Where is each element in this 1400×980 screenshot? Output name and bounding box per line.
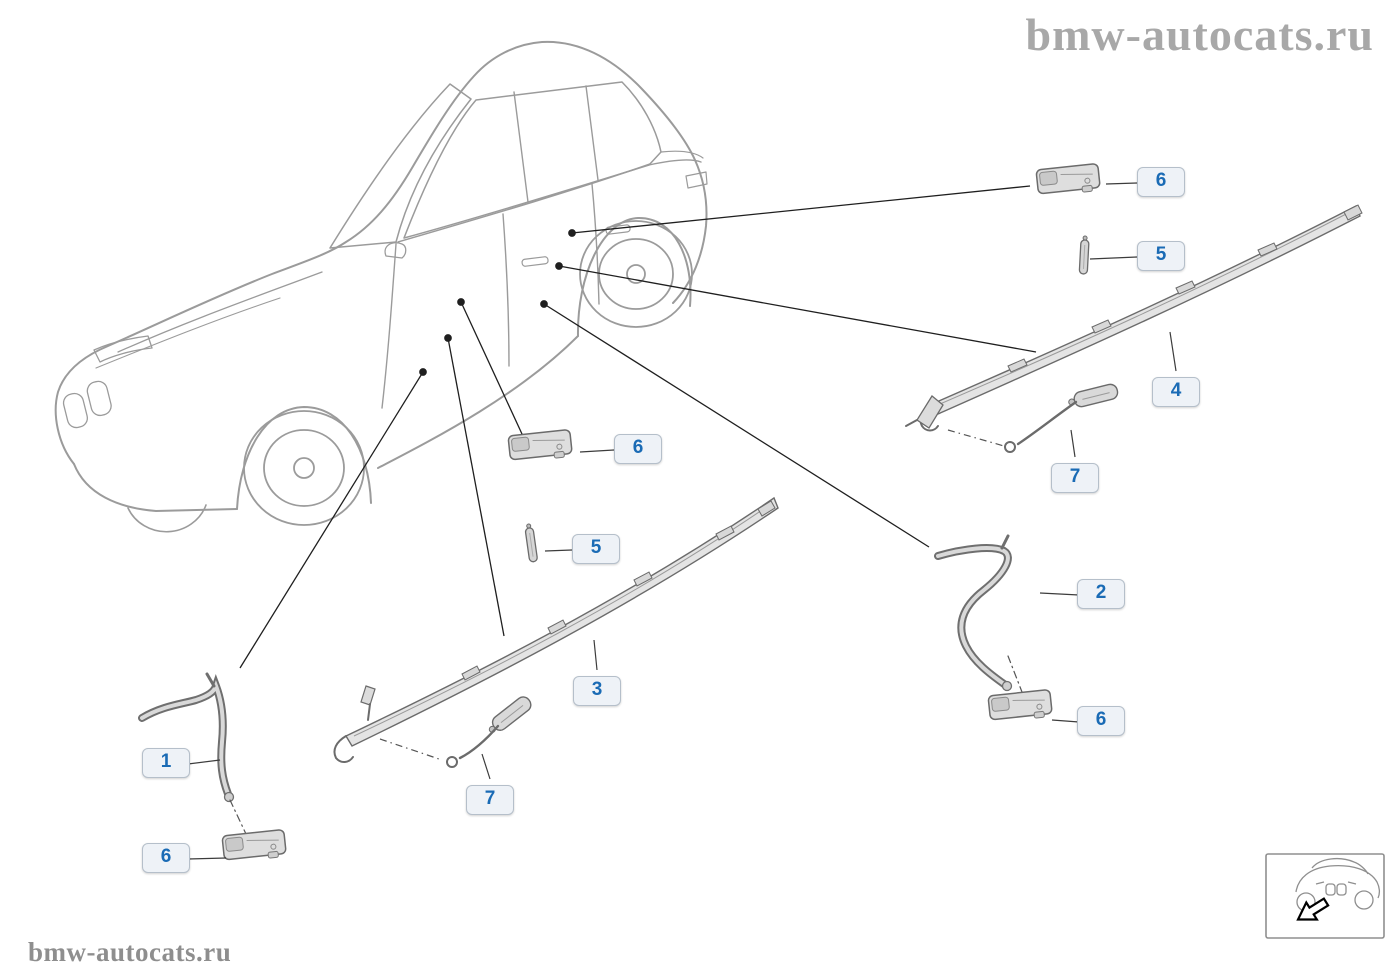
part-6-bottom-left-sensor[interactable]	[221, 828, 288, 864]
vehicle-thumbnail[interactable]	[1265, 853, 1385, 939]
part-7-bottom-cable[interactable]	[379, 693, 535, 768]
callout-6-top-right[interactable]: 6	[1137, 167, 1185, 197]
callout-1[interactable]: 1	[142, 748, 190, 778]
part-1-trim[interactable]	[138, 672, 247, 835]
leader-lines	[239, 185, 1037, 669]
part-5-middle-pin[interactable]	[523, 522, 539, 563]
callout-4[interactable]: 4	[1152, 377, 1200, 407]
car-outline	[54, 40, 708, 533]
callout-7-right[interactable]: 7	[1051, 463, 1099, 493]
callout-connectors	[187, 182, 1177, 860]
part-3-sill-strip[interactable]	[333, 496, 779, 763]
part-4-sill-strip[interactable]	[905, 204, 1363, 432]
thumbnail-car-sketch	[1295, 857, 1381, 912]
callout-6-bottom-right[interactable]: 6	[1077, 706, 1125, 736]
watermark-bottom-left: bmw-autocats.ru	[28, 937, 232, 967]
part-6-bottom-right-sensor[interactable]	[987, 688, 1054, 724]
callout-5-top-right[interactable]: 5	[1137, 241, 1185, 271]
direction-arrow-icon	[1296, 897, 1330, 921]
watermark-top-right: bmw-autocats.ru	[1025, 9, 1374, 60]
callout-5-middle[interactable]: 5	[572, 534, 620, 564]
part-5-top-right-pin[interactable]	[1078, 235, 1090, 275]
callout-6-bottom-left[interactable]: 6	[142, 843, 190, 873]
part-6-middle-sensor[interactable]	[507, 428, 574, 464]
callout-6-middle[interactable]: 6	[614, 434, 662, 464]
callout-7-bottom[interactable]: 7	[466, 785, 514, 815]
part-6-top-right-sensor[interactable]	[1035, 162, 1102, 198]
part-2-trim[interactable]	[934, 534, 1023, 693]
callout-2[interactable]: 2	[1077, 579, 1125, 609]
part-7-right-cable[interactable]	[947, 382, 1120, 453]
callout-3[interactable]: 3	[573, 676, 621, 706]
